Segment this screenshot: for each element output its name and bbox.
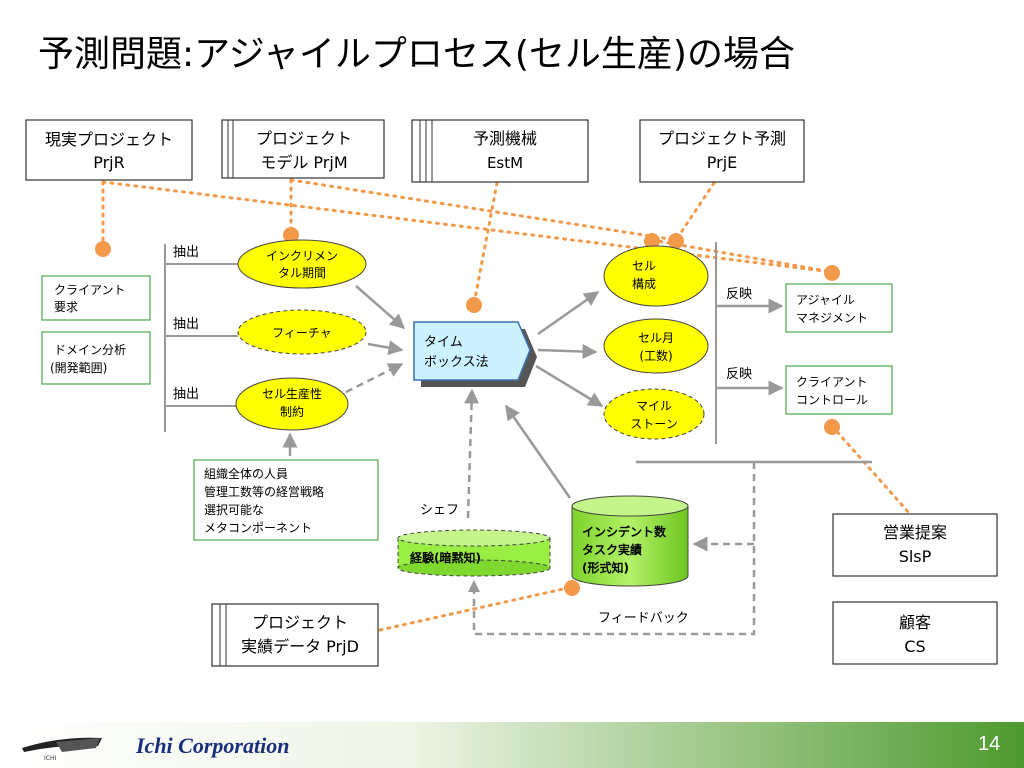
box-cs: 顧客 CS: [832, 601, 998, 665]
green-box-domain-analysis-line1: ドメイン分析: [54, 343, 126, 357]
footer-band: [0, 722, 1024, 768]
company-name: Ichi Corporation: [135, 733, 289, 758]
logo-text: ICHI: [44, 755, 56, 762]
green-box-domain-analysis-line2: (開発範囲): [50, 360, 107, 375]
chef-label: シェフ: [420, 503, 459, 518]
arrows-from-timebox: [535, 290, 604, 408]
box-cs-line1: 顧客: [899, 613, 931, 632]
green-box-org-line4: メタコンポーネント: [204, 521, 312, 535]
ellipse-cell-month: セル月 (工数): [603, 318, 709, 374]
connector-dot: [668, 233, 684, 249]
ellipse-incremental-period-line1: インクリメン: [266, 249, 338, 263]
ellipse-cell-configuration-line2: 構成: [632, 277, 656, 291]
ellipse-cell-productivity-line1: セル生産性: [262, 386, 322, 401]
box-prjr-line1: 現実プロジェクト: [45, 130, 173, 149]
ellipse-cell-configuration: セル 構成: [603, 245, 709, 307]
cylinder-incident-data: インシデント数 タスク実績 (形式知): [571, 495, 689, 587]
box-slsp-line1: 営業提案: [883, 523, 947, 542]
extract-label-2: 抽出: [173, 317, 199, 332]
ellipse-cell-month-line2: (工数): [639, 348, 672, 363]
green-box-client-requirements-line1: クライアント: [54, 283, 126, 297]
cylinder-incident-line2: タスク実績: [582, 542, 642, 557]
timebox-method-line1: タイム: [424, 335, 463, 350]
ellipse-milestone-line1: マイル: [636, 399, 672, 413]
ellipse-incremental-period: インクリメン タル期間: [237, 239, 367, 289]
box-prjd-line2: 実績データ PrjD: [241, 637, 359, 656]
extract-label-1: 抽出: [173, 245, 199, 260]
dotted-connectors: [101, 178, 912, 632]
box-cs-line2: CS: [904, 637, 925, 656]
timebox-method: タイム ボックス法: [413, 321, 537, 387]
green-box-client-control-line1: クライアント: [796, 375, 868, 389]
cylinder-incident-line1: インシデント数: [582, 524, 667, 539]
green-box-agile-management-line2: マネジメント: [796, 311, 868, 325]
green-box-agile-management-line1: アジャイル: [796, 293, 855, 307]
ellipse-cell-productivity: セル生産性 制約: [235, 377, 349, 431]
connector-dot: [564, 580, 580, 596]
box-prjm-line1: プロジェクト: [256, 129, 352, 148]
box-slsp: 営業提案 SlsP: [832, 513, 998, 577]
green-box-domain-analysis: ドメイン分析 (開発範囲): [41, 331, 151, 385]
left-bracket: [164, 244, 238, 432]
ellipse-milestone: マイル ストーン: [603, 388, 705, 440]
connector-dot: [824, 265, 840, 281]
ellipse-cell-configuration-line1: セル: [632, 259, 656, 273]
green-box-organization-strategy: 組織全体の人員 管理工数等の経営戦略 選択可能な メタコンポーネント: [193, 459, 379, 541]
connector-dot: [824, 419, 840, 435]
ellipse-feature-line1: フィーチャ: [272, 326, 332, 340]
box-prje: プロジェクト予測 PrjE: [639, 119, 805, 183]
box-prjm: プロジェクト モデル PrjM: [221, 119, 385, 179]
feedback-loop: [472, 462, 756, 636]
reflect-label-2: 反映: [726, 367, 752, 382]
green-box-client-requirements: クライアント 要求: [41, 275, 151, 321]
ellipse-incremental-period-line2: タル期間: [278, 266, 326, 280]
cylinder-experience: 経験(暗黙知): [397, 529, 551, 577]
green-box-org-line1: 組織全体の人員: [204, 466, 288, 481]
green-box-client-control-line2: コントロール: [796, 393, 868, 407]
green-box-client-control: クライアント コントロール: [785, 365, 893, 415]
extract-label-3: 抽出: [173, 387, 199, 402]
connector-dot: [466, 297, 482, 313]
green-box-agile-management: アジャイル マネジメント: [785, 283, 893, 333]
connector-dot: [283, 227, 299, 243]
feedback-arrow-head: [468, 580, 480, 592]
box-prjd-line1: プロジェクト: [252, 613, 348, 632]
cylinder-experience-label: 経験(暗黙知): [410, 550, 481, 565]
timebox-method-line2: ボックス法: [424, 355, 489, 370]
green-box-client-requirements-line2: 要求: [54, 300, 78, 314]
green-box-org-line3: 選択可能な: [204, 503, 264, 517]
arrows-to-timebox: [345, 285, 572, 519]
ellipse-feature: フィーチャ: [237, 309, 367, 355]
slide-title: 予測問題:アジャイルプロセス(セル生産)の場合: [38, 34, 795, 75]
box-prjd: プロジェクト 実績データ PrjD: [211, 603, 379, 667]
box-slsp-line2: SlsP: [899, 547, 932, 566]
ellipse-cell-productivity-line2: 制約: [280, 404, 304, 419]
box-estm-line1: 予測機械: [473, 129, 537, 148]
connector-dot: [644, 233, 660, 249]
box-estm-line2: EstM: [487, 154, 523, 172]
reflect-label-1: 反映: [726, 287, 752, 302]
box-prjr-line2: PrjR: [93, 153, 125, 172]
cylinder-incident-line3: (形式知): [582, 560, 629, 575]
ellipse-milestone-line2: ストーン: [630, 417, 677, 431]
box-prjm-line2: モデル PrjM: [260, 153, 347, 172]
green-box-org-line2: 管理工数等の経営戦略: [204, 484, 324, 499]
box-estm: 予測機械 EstM: [411, 119, 589, 183]
company-logo: ICHI: [22, 737, 102, 762]
page-number: 14: [978, 733, 1000, 755]
ellipse-cell-month-line1: セル月: [638, 331, 674, 345]
connector-dots: [95, 227, 840, 596]
box-prje-line2: PrjE: [707, 153, 738, 172]
feedback-label: フィードバック: [598, 611, 689, 626]
connector-dot: [95, 241, 111, 257]
box-prje-line1: プロジェクト予測: [658, 129, 786, 148]
box-prjr: 現実プロジェクト PrjR: [25, 119, 193, 181]
reflect-arrows: [716, 298, 784, 396]
